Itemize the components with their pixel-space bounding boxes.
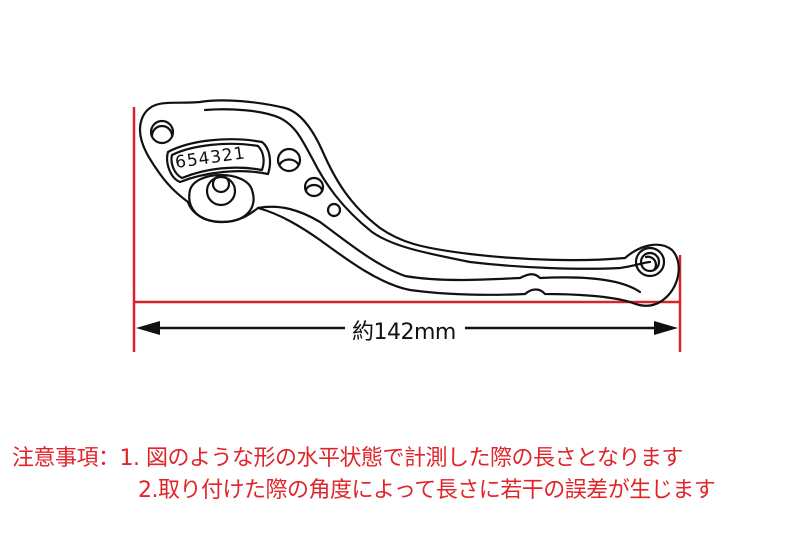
note-line-1: 注意事項：1. 図のような形の水平状態で計測した際の長さとなります (12, 444, 683, 474)
lever-diagram: 654321 (132, 99, 682, 352)
notes-heading: 注意事項： (12, 446, 120, 471)
dimension-label: 約142mm (348, 314, 460, 346)
note-item-1: 1. 図のような形の水平状態で計測した際の長さとなります (119, 446, 684, 471)
dimension-arrow (136, 321, 678, 335)
lever-outline (138, 99, 680, 307)
note-line-2: 2.取り付けた際の角度によって長さに若干の誤差が生じます (138, 476, 716, 506)
dimension-lines (132, 107, 682, 352)
note-item-2: 2.取り付けた際の角度によって長さに若干の誤差が生じます (138, 478, 716, 503)
